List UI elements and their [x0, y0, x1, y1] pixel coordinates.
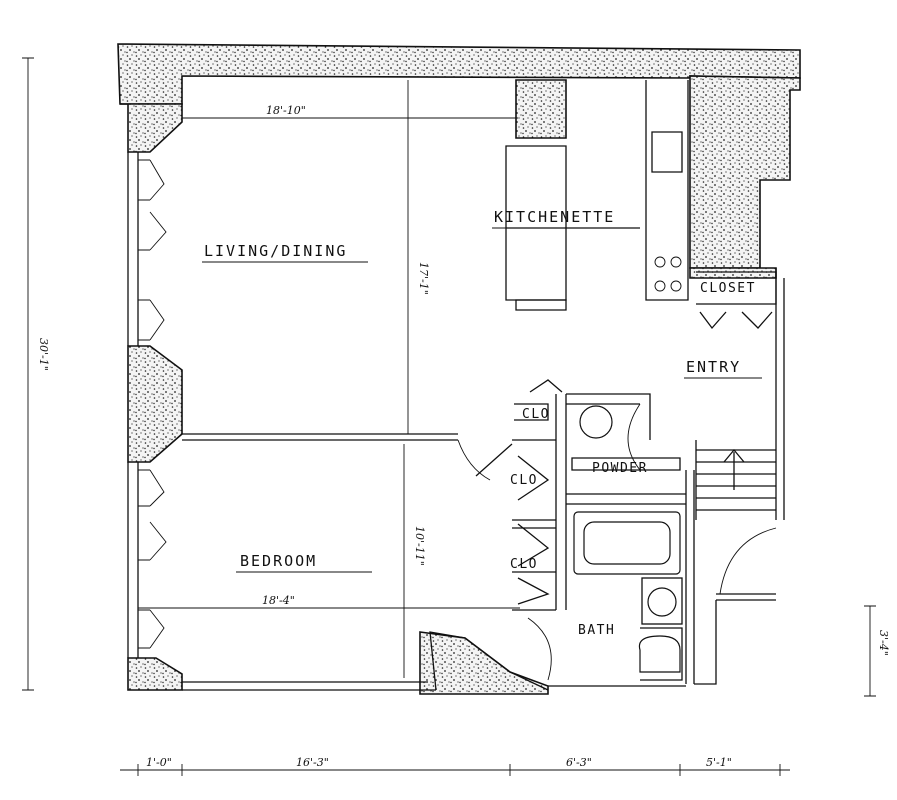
room-label-closet: CLOSET [700, 281, 756, 296]
room-label-bath: BATH [578, 623, 615, 638]
dim-overall-height: 30'-1" [37, 338, 50, 371]
dim-bottom-left: 1'-0" [146, 756, 172, 769]
room-label-kitchenette: KITCHENETTE [494, 208, 615, 226]
dim-living-width: 18'-10" [266, 104, 306, 117]
dim-living-depth: 17'-1" [417, 262, 430, 295]
room-label-bedroom: BEDROOM [240, 552, 317, 570]
dim-bottom-mid: 6'-3" [566, 756, 592, 769]
room-label-closet-lower: CLO [510, 557, 538, 572]
dim-bedroom-depth: 10'-11" [413, 526, 426, 566]
room-label-closet-top: CLO [522, 407, 550, 422]
dim-bedroom-width: 18'-4" [262, 594, 295, 607]
dim-bottom-right: 5'-1" [706, 756, 732, 769]
wall-outlines [127, 80, 785, 691]
room-label-entry: ENTRY [686, 358, 741, 376]
room-label-powder: POWDER [592, 461, 648, 476]
room-label-closet-upper: CLO [510, 473, 538, 488]
room-label-living-dining: LIVING/DINING [204, 242, 347, 260]
dim-bottom-main: 16'-3" [296, 756, 329, 769]
exterior-walls [117, 43, 801, 695]
dim-right-offset: 3'-4" [877, 630, 890, 656]
dimension-lines [22, 57, 876, 776]
